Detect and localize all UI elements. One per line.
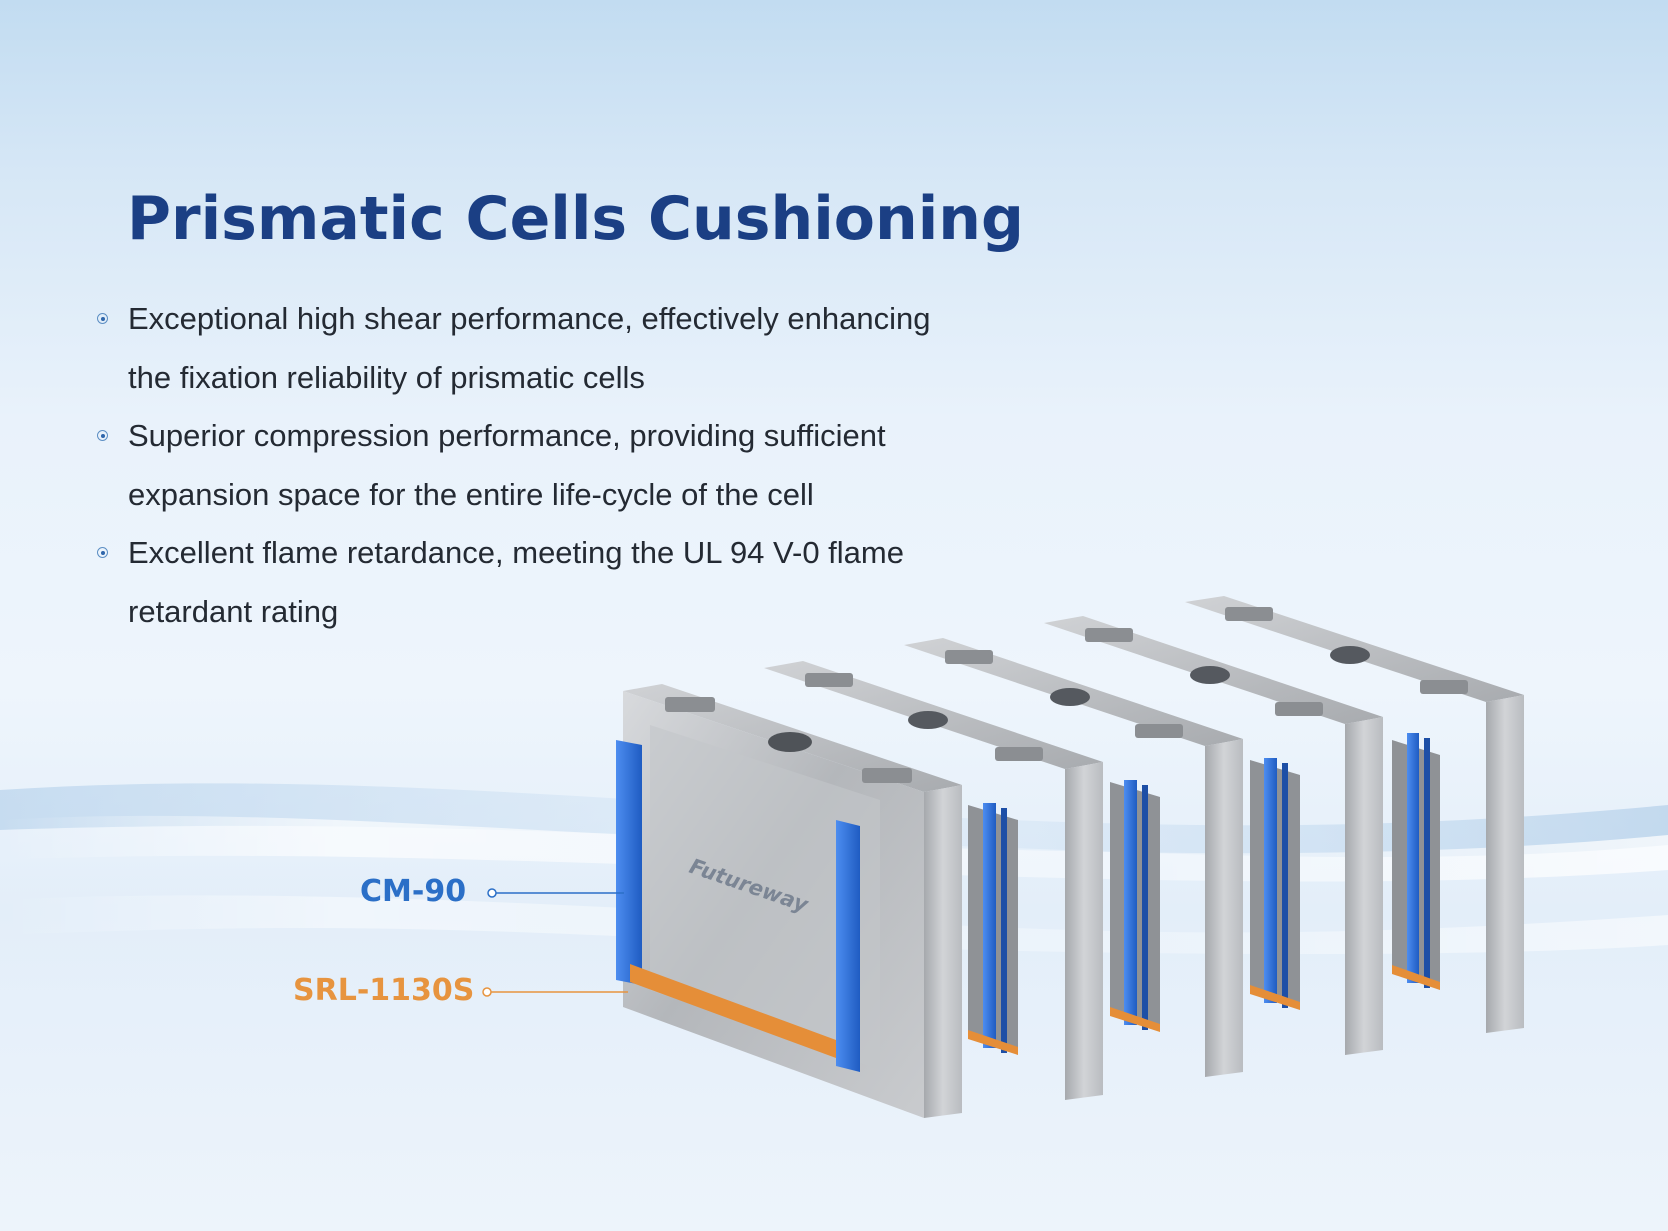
- feature-item: Superior compression performance, provid…: [92, 407, 992, 524]
- feature-line: Superior compression performance, provid…: [128, 418, 886, 453]
- bullet-icon: [97, 430, 108, 441]
- battery-cell: [1044, 616, 1383, 1055]
- feature-line: retardant rating: [128, 593, 339, 629]
- feature-line: the fixation reliability of prismatic ce…: [128, 359, 645, 395]
- cm90-label: CM-90: [360, 874, 467, 909]
- battery-cell-front: Futureway: [616, 684, 962, 1118]
- feature-line: Exceptional high shear performance, effe…: [128, 301, 931, 336]
- cm90-pad: [616, 740, 642, 985]
- battery-cell: [904, 638, 1243, 1077]
- feature-list: Exceptional high shear performance, effe…: [92, 290, 992, 641]
- feature-line: expansion space for the entire life-cycl…: [128, 476, 814, 512]
- bullet-icon: [97, 313, 108, 324]
- srl-label: SRL-1130S: [293, 973, 475, 1008]
- battery-cell: [764, 661, 1103, 1100]
- feature-line: Excellent flame retardance, meeting the …: [128, 535, 904, 570]
- srl-strip: [630, 964, 836, 1058]
- battery-cell: [1185, 596, 1524, 1033]
- feature-item: Exceptional high shear performance, effe…: [92, 290, 992, 407]
- bullet-icon: [97, 547, 108, 558]
- cm90-pad: [836, 820, 860, 1072]
- page-title: Prismatic Cells Cushioning: [127, 184, 1024, 254]
- feature-item: Excellent flame retardance, meeting the …: [92, 524, 992, 641]
